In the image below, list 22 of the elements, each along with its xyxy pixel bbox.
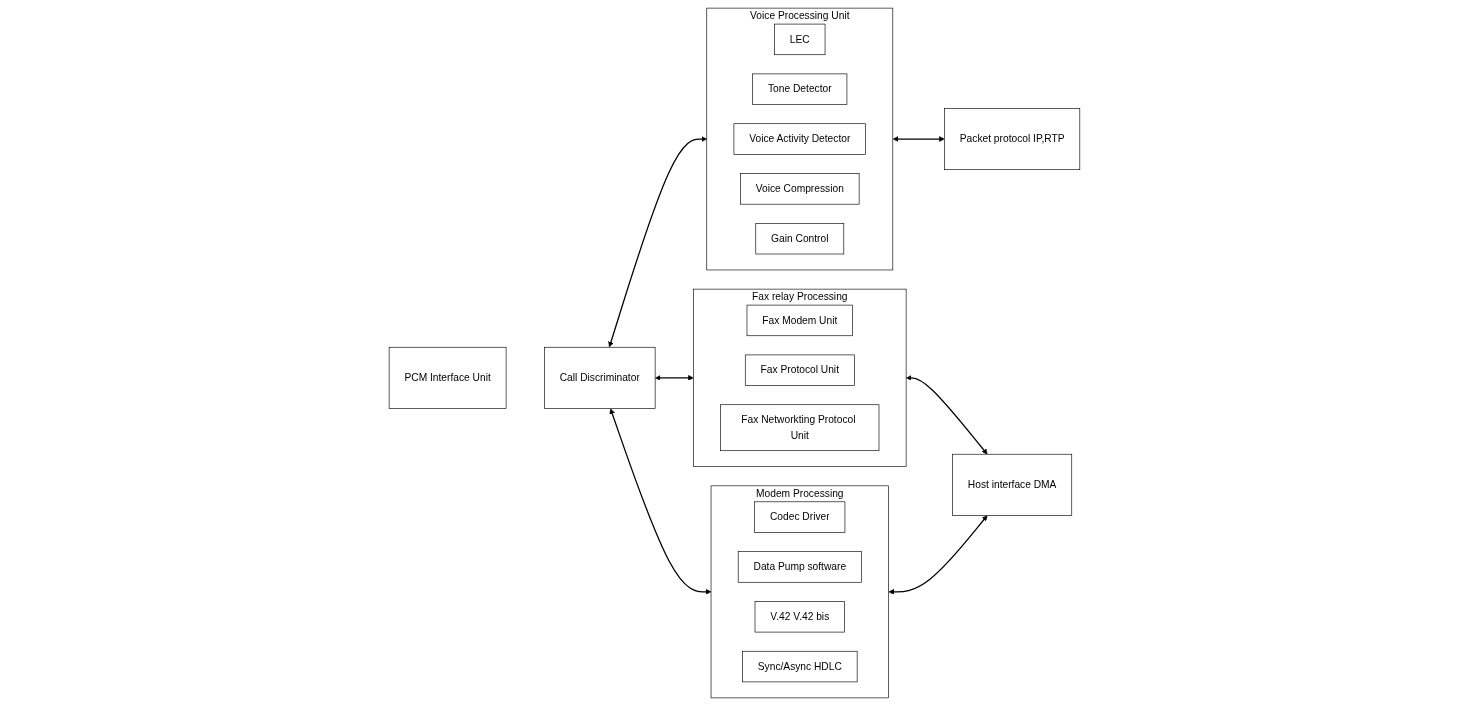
arrow — [609, 408, 711, 595]
node-box: Packet protocol IP,RTP — [943, 108, 1080, 170]
node-box: Call Discriminator — [543, 346, 655, 409]
node-box: V.42 V.42 bis — [754, 601, 845, 633]
node-box: Tone Detector — [751, 73, 847, 105]
node-box: Gain Control — [755, 223, 844, 255]
node-box: Voice Activity Detector — [733, 123, 866, 155]
node-box: Fax Networkting Protocol Unit — [719, 404, 879, 452]
node-box: PCM Interface Unit — [388, 346, 506, 409]
node-box: Fax Modem Unit — [746, 304, 853, 337]
node-box: Sync/Async HDLC — [741, 650, 857, 683]
node-box: LEC — [773, 23, 825, 56]
arrow — [654, 375, 694, 381]
node-box: Data Pump software — [737, 551, 862, 583]
node-box: Voice Compression — [739, 173, 859, 205]
node-box: Fax Protocol Unit — [744, 354, 855, 386]
arrow — [892, 136, 945, 142]
arrow — [607, 136, 707, 348]
node-box: Codec Driver — [753, 501, 845, 533]
arrow — [905, 375, 988, 455]
arrow — [888, 515, 988, 595]
node-box: Host interface DMA — [951, 453, 1072, 516]
